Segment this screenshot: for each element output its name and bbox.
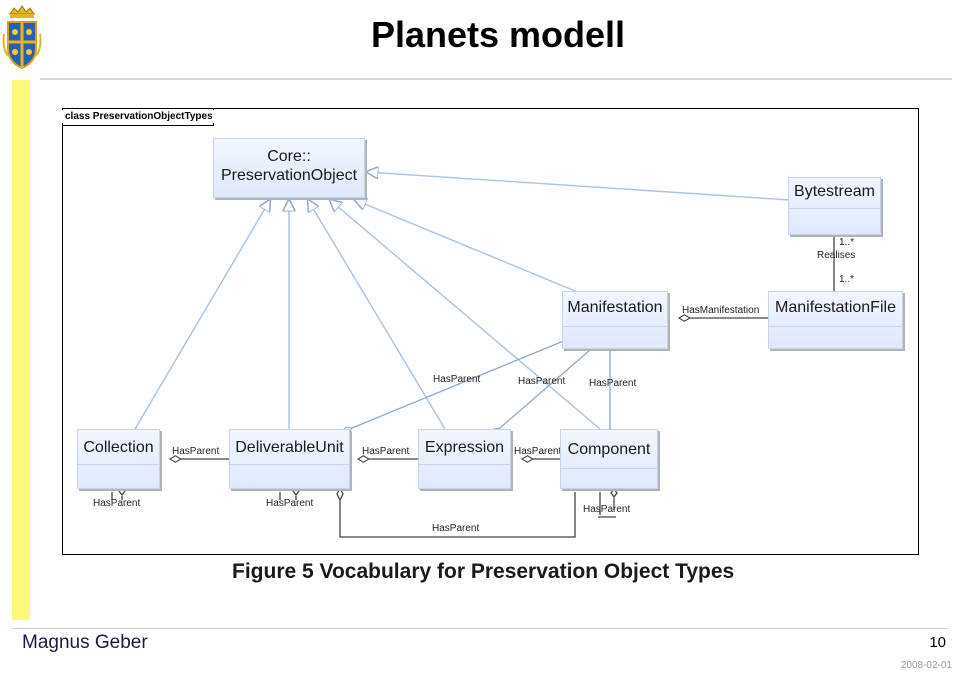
- class-component: Component: [560, 429, 658, 489]
- class-manifestation-separator: [563, 326, 667, 327]
- class-manifestationfile-name: ManifestationFile: [775, 299, 896, 316]
- page-number: 10: [929, 634, 946, 651]
- class-expression: Expression: [418, 429, 511, 489]
- multiplicity-top-label: 1..*: [839, 237, 854, 248]
- class-manifestationfile-separator: [769, 326, 902, 327]
- hasparent-label-coll-du: HasParent: [172, 446, 219, 457]
- class-bytestream-name: Bytestream: [794, 183, 875, 200]
- class-component-separator: [561, 468, 657, 469]
- figure-caption: Figure 5 Vocabulary for Preservation Obj…: [232, 560, 735, 583]
- class-collection-name: Collection: [83, 439, 154, 456]
- class-bytestream: Bytestream: [788, 177, 881, 235]
- class-expression-name: Expression: [424, 439, 505, 456]
- gen-bytestream-to-core: [367, 172, 791, 201]
- class-component-name: Component: [567, 441, 651, 458]
- deliverableunit-component-bottom-line: [339, 492, 576, 538]
- gen-expression-to-core: [308, 200, 446, 430]
- class-core-preservation-object: Core:: PreservationObject: [213, 138, 365, 198]
- slide-date: 2008-02-01: [900, 660, 952, 671]
- author-name: Magnus Geber: [22, 632, 148, 653]
- accent-bar: [12, 80, 30, 620]
- hasparent-label-bottom: HasParent: [432, 523, 479, 534]
- class-expression-separator: [419, 464, 510, 465]
- diagram-frame-label: class PreservationObjectTypes: [62, 110, 216, 123]
- class-core-name: PreservationObject: [220, 167, 358, 184]
- class-manifestation-name: Manifestation: [567, 299, 663, 316]
- class-deliverableunit-name: DeliverableUnit: [235, 439, 344, 456]
- hasparent-label-du-self: HasParent: [266, 498, 313, 509]
- gen-manifestation-to-core: [355, 200, 581, 294]
- hasparent-label-collection-self: HasParent: [93, 498, 140, 509]
- class-collection-separator: [78, 464, 159, 465]
- class-collection: Collection: [77, 429, 160, 489]
- class-bytestream-separator: [789, 208, 880, 209]
- title-divider: [40, 78, 952, 80]
- slide-title: Planets modell: [370, 14, 626, 55]
- coat-of-arms-logo: [2, 5, 42, 70]
- hasparent-label-du-expr: HasParent: [362, 446, 409, 457]
- hasparent-label-expr-comp: HasParent: [514, 446, 561, 457]
- manifestation-to-deliverableunit-line: [341, 339, 567, 434]
- hasparent-label-manif-comp: HasParent: [589, 378, 636, 389]
- deliverableunit-component-diamond: [336, 486, 344, 502]
- class-deliverable-unit: DeliverableUnit: [229, 429, 350, 489]
- component-self-diamond: [610, 487, 618, 499]
- hasparent-label-component-self: HasParent: [583, 504, 630, 515]
- multiplicity-bottom-label: 1..*: [839, 274, 854, 285]
- realises-label: Realises: [817, 250, 855, 261]
- hasparent-label-manif-expr: HasParent: [518, 376, 565, 387]
- deliverableunit-self-diamond: [292, 485, 300, 497]
- class-core-prefix: Core::: [267, 148, 311, 165]
- footer-divider: [12, 628, 948, 629]
- has-manifestation-label: HasManifestation: [682, 305, 759, 316]
- hasparent-label-manif-du: HasParent: [433, 374, 480, 385]
- gen-component-to-core: [330, 200, 601, 430]
- class-manifestation-file: ManifestationFile: [768, 291, 903, 349]
- gen-collection-to-core: [134, 200, 270, 430]
- class-manifestation: Manifestation: [562, 291, 668, 349]
- collection-self-diamond: [118, 485, 126, 497]
- class-deliverableunit-separator: [230, 464, 349, 465]
- manifestation-to-expression-line: [491, 349, 591, 436]
